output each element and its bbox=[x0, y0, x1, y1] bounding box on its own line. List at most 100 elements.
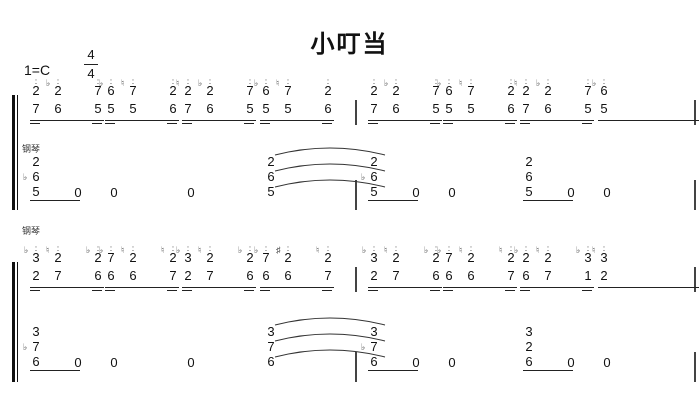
note-digit: 7 bbox=[284, 83, 292, 98]
note-digit: 2 bbox=[32, 268, 40, 283]
accidental-b: ♭ bbox=[362, 245, 367, 255]
treble-note-bottom: 5 bbox=[598, 102, 610, 115]
beam bbox=[182, 120, 256, 121]
octave-dot: : bbox=[394, 77, 398, 86]
system-1-bracket bbox=[12, 95, 15, 210]
time-signature: 4 4 bbox=[84, 48, 98, 81]
note-digit: 5 bbox=[284, 101, 292, 116]
note-digit: 6 bbox=[107, 268, 115, 283]
treble-note-top: :6 bbox=[105, 78, 117, 98]
octave-dot: : bbox=[434, 77, 438, 86]
bass-chord-note: 6 bbox=[523, 170, 535, 183]
note-digit: 2 bbox=[246, 250, 254, 265]
beam bbox=[92, 290, 102, 291]
note-digit: 7 bbox=[32, 101, 40, 116]
beam bbox=[505, 290, 515, 291]
octave-dot: : bbox=[602, 244, 606, 253]
bass-chord-note: 7 bbox=[368, 340, 380, 353]
bass-chord-note: 6 bbox=[30, 355, 42, 368]
treble-note-bottom: 6 bbox=[443, 269, 455, 282]
note-digit: 2 bbox=[284, 250, 292, 265]
treble-note-top: :2 bbox=[52, 244, 64, 265]
accidental-b: ♭ bbox=[536, 78, 541, 88]
octave-dot: : bbox=[434, 244, 438, 253]
treble-note-bottom: 6 bbox=[390, 102, 402, 115]
note-digit: 2 bbox=[184, 83, 192, 98]
treble-note-top: :2 bbox=[322, 245, 334, 265]
note-digit: 7 bbox=[94, 83, 102, 98]
note-digit: 3 bbox=[184, 250, 192, 265]
beam bbox=[260, 120, 334, 121]
treble-note-bottom: 5 bbox=[92, 102, 104, 115]
note-digit: 5 bbox=[246, 101, 254, 116]
note-digit: 7 bbox=[206, 268, 214, 283]
treble-note-top: :3 bbox=[182, 245, 194, 265]
rest: 0 bbox=[603, 355, 611, 370]
note-digit: 5 bbox=[584, 101, 592, 116]
note-digit: 6 bbox=[522, 268, 530, 283]
accidental-sharp: ♯ bbox=[276, 245, 281, 255]
treble-note-bottom: 7 bbox=[52, 269, 64, 282]
treble-note-bottom: 6 bbox=[322, 102, 334, 115]
beam bbox=[520, 123, 530, 124]
accidental-b: ♭ bbox=[24, 245, 29, 255]
note-digit: 6 bbox=[94, 268, 102, 283]
octave-dot: : bbox=[524, 244, 528, 253]
note-digit: 3 bbox=[584, 250, 592, 265]
note-digit: 6 bbox=[54, 101, 62, 116]
treble-note-bottom: 5 bbox=[127, 102, 139, 115]
octave-dot: : bbox=[56, 244, 60, 253]
beam bbox=[598, 287, 699, 288]
octave-dot: : bbox=[586, 77, 590, 86]
octave-dot: : bbox=[208, 77, 212, 86]
bass-chord-note: 2 bbox=[523, 155, 535, 168]
treble-note-bottom: 5 bbox=[105, 102, 117, 115]
beam bbox=[260, 287, 334, 288]
note-digit: 6 bbox=[262, 83, 270, 98]
rest: 0 bbox=[567, 185, 575, 200]
accidental-b: ♭ bbox=[384, 78, 389, 88]
note-digit: 2 bbox=[32, 154, 40, 169]
octave-dot: : bbox=[469, 77, 473, 86]
beam bbox=[105, 120, 179, 121]
treble-note-top: :2 bbox=[520, 244, 532, 265]
treble-note-bottom: 7 bbox=[520, 102, 532, 115]
note-digit: 6 bbox=[544, 101, 552, 116]
octave-dot: : bbox=[586, 244, 590, 253]
accidental-natural: ♮ bbox=[316, 245, 320, 255]
treble-note-bottom: 2 bbox=[30, 269, 42, 282]
note-digit: 6 bbox=[507, 101, 515, 116]
note-digit: 2 bbox=[392, 83, 400, 98]
bass-chord-note: 3 bbox=[30, 325, 42, 338]
accidental-natural: ♮ bbox=[499, 245, 503, 255]
treble-note-top: :3 bbox=[598, 244, 610, 265]
note-digit: 2 bbox=[507, 250, 515, 265]
time-divider bbox=[84, 64, 98, 65]
barline bbox=[694, 352, 696, 382]
note-digit: 2 bbox=[324, 250, 332, 265]
note-digit: 3 bbox=[525, 324, 533, 339]
rest: 0 bbox=[567, 355, 575, 370]
octave-dot: : bbox=[546, 244, 550, 253]
note-digit: 5 bbox=[129, 101, 137, 116]
treble-note-top: :3 bbox=[30, 245, 42, 265]
note-digit: 6 bbox=[392, 101, 400, 116]
treble-note-bottom: 6 bbox=[244, 269, 256, 282]
treble-note-bottom: 6 bbox=[260, 269, 272, 282]
treble-note-bottom: 7 bbox=[30, 102, 42, 115]
barline bbox=[355, 352, 357, 382]
rest: 0 bbox=[110, 355, 118, 370]
treble-note-bottom: 6 bbox=[505, 102, 517, 115]
accidental-b: ♭ bbox=[23, 342, 28, 352]
beam bbox=[520, 287, 594, 288]
treble-note-top: :7 bbox=[582, 77, 594, 98]
tie-icon bbox=[274, 349, 386, 358]
barline bbox=[694, 267, 696, 292]
note-digit: 3 bbox=[370, 324, 378, 339]
note-digit: 3 bbox=[370, 250, 378, 265]
treble-note-top: :2 bbox=[127, 245, 139, 265]
beam bbox=[582, 290, 592, 291]
rest: 0 bbox=[74, 355, 82, 370]
note-digit: 2 bbox=[169, 83, 177, 98]
treble-note-top: :2 bbox=[204, 245, 216, 265]
